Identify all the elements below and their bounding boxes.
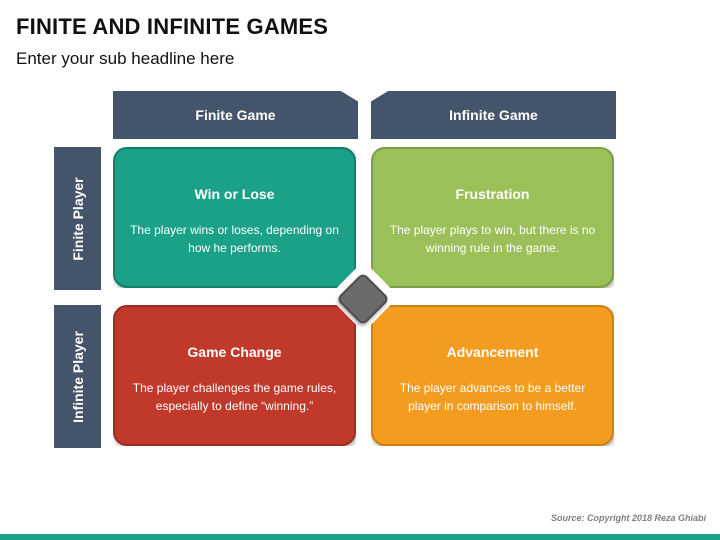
- quadrant-title: Win or Lose: [194, 186, 275, 202]
- quadrant-title: Game Change: [187, 344, 282, 360]
- footer-bar: [0, 534, 720, 540]
- quadrant-text: The player plays to win, but there is no…: [389, 223, 596, 255]
- row-header-infinite-player: Infinite Player: [54, 305, 101, 448]
- source-credit: Source: Copyright 2018 Reza Ghiabi: [550, 513, 706, 523]
- page-subtitle: Enter your sub headline here: [16, 49, 235, 68]
- quadrant-title: Advancement: [446, 344, 539, 360]
- quadrant-text: The player challenges the game rules, es…: [132, 381, 337, 413]
- quadrant-win-or-lose: Win or Lose The player wins or loses, de…: [113, 147, 356, 288]
- quadrant-text: The player wins or loses, depending on h…: [130, 223, 339, 255]
- column-header-infinite-game: Infinite Game: [371, 91, 616, 139]
- row-header-finite-player: Finite Player: [54, 147, 101, 290]
- column-header-finite-game: Finite Game: [113, 91, 358, 139]
- quadrant-title: Frustration: [455, 186, 530, 202]
- quadrant-game-change: Game Change The player challenges the ga…: [113, 305, 356, 446]
- row-label-infinite-player: Infinite Player: [69, 330, 86, 423]
- quadrant-text: The player advances to be a better playe…: [399, 381, 586, 413]
- page-title: FINITE AND INFINITE GAMES: [16, 14, 329, 39]
- row-label-finite-player: Finite Player: [69, 176, 86, 261]
- quadrant-frustration: Frustration The player plays to win, but…: [371, 147, 614, 288]
- quadrant-advancement: Advancement The player advances to be a …: [371, 305, 614, 446]
